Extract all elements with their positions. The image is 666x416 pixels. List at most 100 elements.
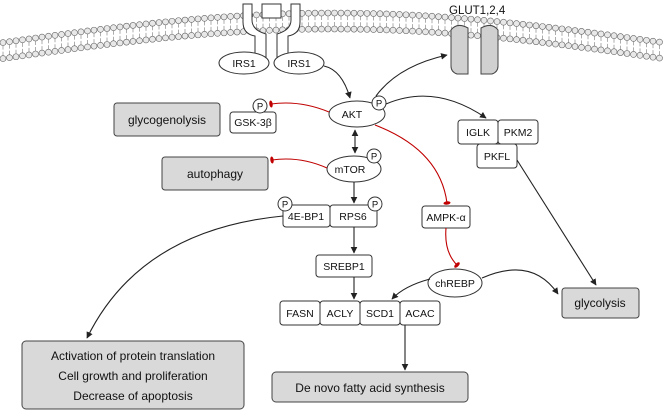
lipid-head [90,26,98,34]
lipid-head [610,32,618,40]
lipid-head [565,42,572,49]
lipid-head [389,26,397,34]
glycogenolysis-label: glycogenolysis [128,113,206,127]
lipid-head [545,39,553,47]
chrebp-node: chREBP [427,268,483,298]
lipid-head [597,30,605,38]
lipid-head [552,24,559,32]
lipid-head [32,34,39,42]
autophagy-label: autophagy [187,167,243,181]
lipid-head [474,32,481,40]
lipid-head [604,47,611,55]
lipid-head [149,19,156,27]
lipid-head [155,35,163,42]
lipid-head [578,44,585,51]
ampk-label: AMPK-α [426,212,465,224]
lipid-head [298,26,306,33]
lipid-head [32,50,39,58]
lipid-head [12,53,20,61]
akt-label: AKT [342,109,363,121]
lipid-head [480,16,488,24]
lipid-head [123,22,130,30]
lipid-head [610,48,618,56]
lipid-head [506,19,514,27]
insulin-receptor [242,3,301,69]
lipid-head [110,24,117,31]
lipid-head [142,36,150,44]
lipid-head [103,41,111,48]
lipid-head [370,10,377,17]
arrow-chrebp-to-lipogenic-enzymes [391,278,431,300]
akt-phospho-badge [371,95,387,111]
ebp1-label: 4E-BP1 [288,211,324,223]
lipid-head [519,36,527,44]
lipid-head [201,31,208,38]
lipid-head [136,37,143,44]
lipid-head [448,14,455,21]
cell-membrane [0,9,663,62]
inhibition-akt-to-gsk3b [269,100,330,113]
translation-line1: Activation of protein translation [51,349,215,363]
lipid-head [376,26,384,34]
lipid-head [110,40,117,47]
irs1-node-right: IRS1 [273,51,325,75]
lipid-head [168,17,176,25]
lipid-head [649,53,657,61]
lipid-head [149,35,156,43]
arrow-ebp1-to-translation-outcome [86,215,284,339]
irs1-right-label: IRS1 [287,58,311,70]
lipid-head [12,37,20,45]
lipid-head [532,38,540,46]
lipid-head [103,25,111,32]
lipid-head [545,23,553,31]
lipid-head [552,40,559,48]
lipid-head [584,28,592,36]
lipid-head [207,14,215,22]
translation-line3: Decrease of apoptosis [73,389,192,403]
lipid-head [220,29,228,37]
lipid-head [331,25,338,33]
lipid-head [428,28,436,36]
lipid-head [604,31,611,39]
lipid-head [344,25,351,33]
irs1-node-left: IRS1 [218,51,270,75]
pkfl-label: PKFL [484,151,510,163]
lipid-head [227,29,234,36]
lipid-head [188,32,195,39]
lipid-head [571,43,579,50]
protein-translation-outcome: Activation of protein translation Cell g… [21,340,245,410]
lipid-head [84,27,91,35]
lipid-head [77,28,85,36]
autophagy-outcome: autophagy [161,156,269,191]
lipid-head [129,22,137,29]
lipid-head [162,34,169,42]
gsk3b-node: GSK-3β P [229,98,277,134]
lipid-head [188,16,195,23]
lipid-head [396,11,403,18]
lipid-head [84,43,91,51]
lipid-head [513,36,520,43]
lipid-head [136,21,143,28]
lipid-head [58,47,65,54]
arrow-akt-to-glut [375,53,448,97]
gsk3b-phospho-badge [252,98,268,114]
akt-phospho-label: P [376,99,382,110]
lipid-head [266,27,273,34]
lipid-head [142,20,150,28]
lipid-head [656,54,663,62]
lipid-head [467,31,475,39]
irs1-left-label: IRS1 [232,58,256,70]
fatty-acid-label: De novo fatty acid synthesis [295,381,444,395]
lipid-head [337,9,345,17]
iglk-label: IGLK [466,127,490,139]
lipid-head [643,52,650,60]
lipid-head [19,52,26,60]
ebp1-phospho-badge [277,196,293,212]
lipid-head [409,11,416,19]
glycolysis-label: glycolysis [574,296,625,310]
lipid-head [383,26,390,34]
glut-transporter [450,24,499,75]
lipid-head [474,16,481,24]
lipid-head [64,30,72,37]
